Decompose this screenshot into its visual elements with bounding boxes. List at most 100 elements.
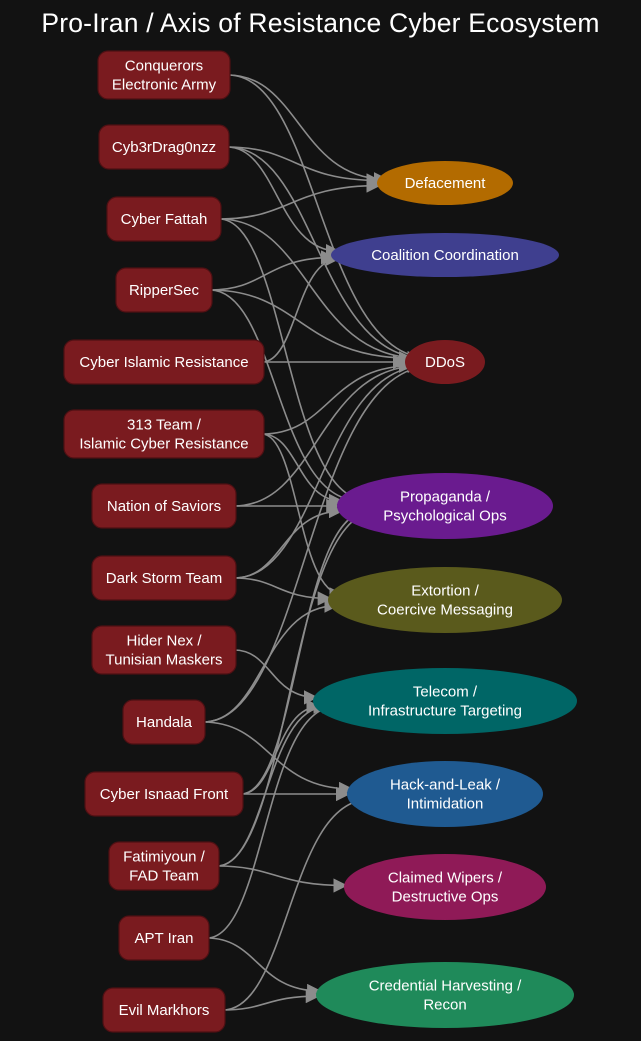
actor-box bbox=[91, 483, 237, 529]
actor-label-line: Cyb3rDrag0nzz bbox=[112, 139, 216, 156]
activity-label-line: Hack-and-Leak / bbox=[390, 777, 501, 794]
actor-label-line: Islamic Cyber Resistance bbox=[79, 436, 248, 453]
activity-label-line: Intimidation bbox=[407, 796, 484, 813]
activity-ellipse bbox=[377, 161, 513, 205]
edge-dst-to-pro bbox=[233, 503, 344, 579]
actor-node-t313: 313 Team / Islamic Cyber Resistance bbox=[63, 409, 265, 459]
actor-box bbox=[84, 771, 244, 817]
activity-ellipse bbox=[344, 854, 546, 920]
diagram-title: Pro-Iran / Axis of Resistance Cyber Ecos… bbox=[41, 8, 600, 38]
actor-node-cyb: Cyb3rDrag0nzz bbox=[98, 124, 230, 170]
edge-t313-to-ext bbox=[261, 433, 344, 602]
activity-label-line: Claimed Wipers / bbox=[388, 870, 503, 887]
actor-box bbox=[91, 555, 237, 601]
actor-node-isn: Cyber Isnaad Front bbox=[84, 771, 244, 817]
actor-label-line: Cyber Islamic Resistance bbox=[79, 354, 248, 371]
edge-han-to-ext bbox=[202, 598, 339, 723]
actor-box bbox=[63, 409, 265, 459]
actor-node-rip: RipperSec bbox=[115, 267, 213, 313]
edge-dst-to-ddos bbox=[233, 358, 429, 579]
activity-node-def: Defacement bbox=[377, 161, 513, 205]
actor-box bbox=[118, 915, 210, 961]
edge-hnx-to-tel bbox=[233, 649, 319, 705]
actor-label-line: Nation of Saviors bbox=[107, 498, 221, 515]
edge-han-to-hal bbox=[202, 721, 354, 797]
edge-cir-to-coa bbox=[261, 251, 341, 363]
actor-node-apt: APT Iran bbox=[118, 915, 210, 961]
actor-label-line: RipperSec bbox=[129, 282, 200, 299]
activity-node-tel: Telecom / Infrastructure Targeting bbox=[313, 668, 577, 734]
actor-box bbox=[115, 267, 213, 313]
activity-node-pro: Propaganda /Psychological Ops bbox=[337, 473, 553, 539]
activity-label-line: Destructive Ops bbox=[392, 889, 499, 906]
edge-nos-to-ddos bbox=[233, 358, 423, 507]
edge-cyb-to-ddos bbox=[226, 146, 429, 366]
edge-cyb-to-coa bbox=[226, 146, 341, 259]
edge-isn-to-pro bbox=[240, 504, 370, 795]
actor-node-dst: Dark Storm Team bbox=[91, 555, 237, 601]
actor-box bbox=[97, 50, 231, 100]
activity-node-ddos: DDoS bbox=[405, 340, 485, 384]
actor-node-fat: Cyber Fattah bbox=[106, 196, 222, 242]
actor-label-line: Evil Markhors bbox=[119, 1002, 210, 1019]
actor-label-line: Cyber Isnaad Front bbox=[100, 786, 229, 803]
activity-ellipse bbox=[316, 962, 574, 1028]
activity-label-line: Psychological Ops bbox=[383, 508, 506, 525]
activity-label-line: Infrastructure Targeting bbox=[368, 703, 522, 720]
edge-apt-to-tel bbox=[206, 699, 337, 939]
edge-rip-to-pro bbox=[209, 289, 360, 508]
activity-label-line: Recon bbox=[423, 997, 466, 1014]
edge-cyb-to-def bbox=[226, 146, 381, 188]
edge-dst-to-ext bbox=[233, 577, 333, 606]
actor-box bbox=[63, 339, 265, 385]
actor-label-line: Fatimiyoun / bbox=[123, 849, 206, 866]
actor-node-hnx: Hider Nex / Tunisian Maskers bbox=[91, 625, 237, 675]
activity-ellipse bbox=[337, 473, 553, 539]
actor-box bbox=[108, 841, 220, 891]
activity-label-line: Credential Harvesting / bbox=[369, 978, 522, 995]
actor-label-line: Hider Nex / bbox=[126, 633, 202, 650]
activity-node-wip: Claimed Wipers / Destructive Ops bbox=[344, 854, 546, 920]
edge-evm-to-hal bbox=[222, 792, 371, 1011]
edge-fad-to-tel bbox=[216, 699, 328, 867]
actor-label-line: Dark Storm Team bbox=[106, 570, 222, 587]
activity-label-line: Defacement bbox=[405, 175, 487, 192]
activity-ellipse bbox=[331, 233, 559, 277]
activity-label-line: Extortion / bbox=[411, 583, 479, 600]
edge-apt-to-cred bbox=[206, 937, 322, 999]
edge-rip-to-ddos bbox=[209, 289, 414, 366]
actor-node-cir: Cyber Islamic Resistance bbox=[63, 339, 265, 385]
actor-box bbox=[98, 124, 230, 170]
actor-label-line: Tunisian Maskers bbox=[106, 652, 223, 669]
activity-ellipse bbox=[313, 668, 577, 734]
actor-label-line: 313 Team / bbox=[127, 417, 202, 434]
actor-box bbox=[106, 196, 222, 242]
actor-box bbox=[102, 987, 226, 1033]
activity-node-coa: Coalition Coordination bbox=[331, 233, 559, 277]
edge-fad-to-wip bbox=[216, 865, 348, 893]
actor-label-line: Conquerors bbox=[125, 58, 203, 75]
activity-label-line: Coercive Messaging bbox=[377, 602, 513, 619]
actor-box bbox=[91, 625, 237, 675]
activity-label-line: Telecom / bbox=[413, 684, 478, 701]
activity-ellipse bbox=[405, 340, 485, 384]
edge-rip-to-coa bbox=[209, 250, 336, 291]
edge-cea-to-ddos bbox=[227, 74, 432, 366]
activity-ellipse bbox=[347, 761, 543, 827]
edges-layer bbox=[202, 74, 435, 1011]
actor-label-line: APT Iran bbox=[135, 930, 194, 947]
edge-t313-to-ddos bbox=[261, 358, 414, 435]
actor-node-evm: Evil Markhors bbox=[102, 987, 226, 1033]
actor-box bbox=[122, 699, 206, 745]
activity-label-line: DDoS bbox=[425, 354, 465, 371]
actor-label-line: Electronic Army bbox=[112, 77, 217, 94]
actor-node-nos: Nation of Saviors bbox=[91, 483, 237, 529]
edge-fat-to-pro bbox=[218, 218, 369, 508]
edge-fat-to-def bbox=[218, 178, 381, 220]
actor-label-line: Handala bbox=[136, 714, 193, 731]
edge-cea-to-def bbox=[227, 74, 389, 187]
